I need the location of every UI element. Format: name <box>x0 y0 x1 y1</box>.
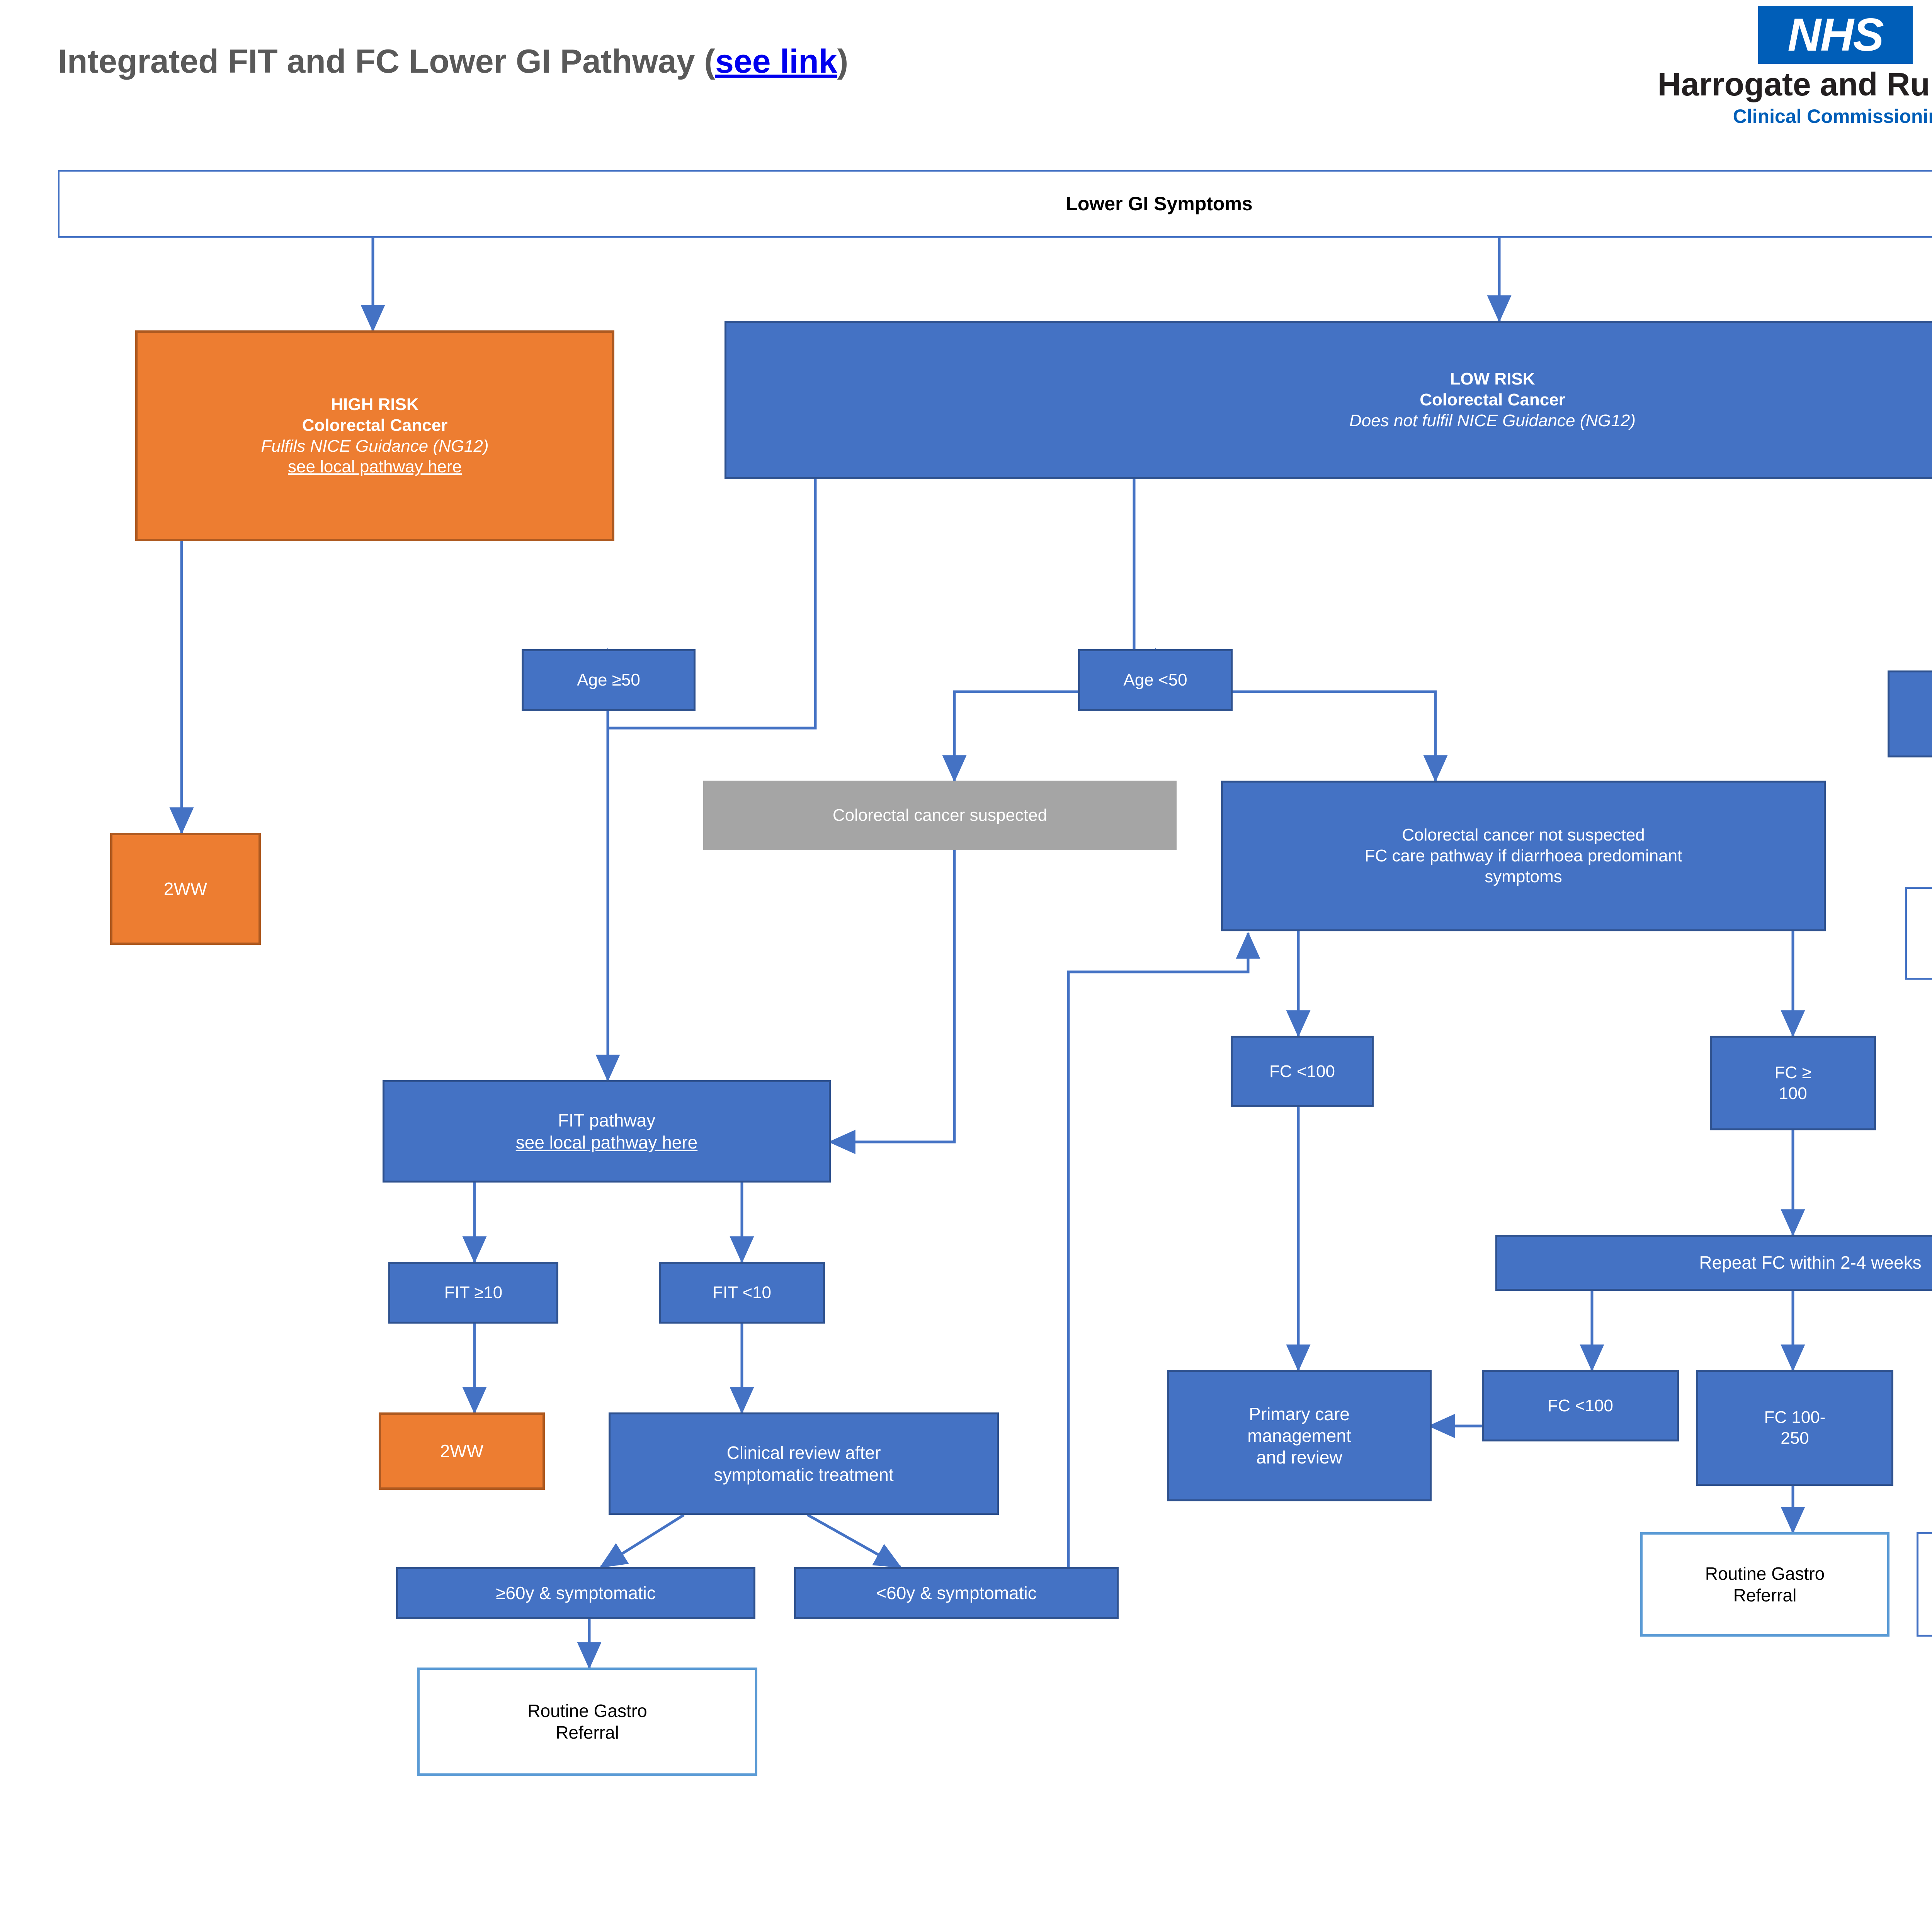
node-label: Repeat FC within 2-4 weeks <box>1699 1252 1922 1273</box>
node-2ww-left[interactable]: 2WW <box>110 833 261 945</box>
node-fit-pathway[interactable]: FIT pathway see local pathway here <box>383 1080 831 1183</box>
node-crc-not-suspected[interactable]: Colorectal cancer not suspected FC care … <box>1221 781 1826 931</box>
node-fit-ge10[interactable]: FIT ≥10 <box>388 1262 558 1324</box>
node-crc-suspected[interactable]: Colorectal cancer suspected <box>703 781 1177 850</box>
node-label: ≥60y & symptomatic <box>496 1583 656 1603</box>
fc-100-250-line2: 250 <box>1781 1429 1809 1448</box>
node-label: FIT ≥10 <box>444 1283 503 1302</box>
node-fit-lt10[interactable]: FIT <10 <box>659 1262 825 1324</box>
node-label: Colorectal cancer suspected <box>832 806 1048 825</box>
urgent-gastro-line2: Referral <box>1922 1584 1932 1606</box>
routine-gastro-line2: Referral <box>1733 1585 1797 1605</box>
high-risk-local-pathway-link[interactable]: see local pathway here <box>287 457 462 476</box>
node-fc-ge100[interactable]: FC ≥ 100 <box>1710 1036 1876 1130</box>
fit-pathway-line1: FIT pathway <box>558 1110 656 1131</box>
low-risk-line1: LOW RISK <box>1450 369 1535 389</box>
node-fc-lt100-lower[interactable]: FC <100 <box>1482 1370 1679 1441</box>
node-label: FC <100 <box>1269 1062 1335 1081</box>
node-age-ge50[interactable]: Age ≥50 <box>522 649 696 711</box>
clinical-review-line1: Clinical review after <box>726 1443 881 1463</box>
node-age-le50-bleeding[interactable]: Age ≤50 with fresh rectal bleeding, no o… <box>1888 670 1932 757</box>
node-lower-gi-symptoms[interactable]: Lower GI Symptoms <box>58 170 1932 238</box>
primary-care-line2: management <box>1247 1425 1351 1446</box>
crc-not-line2: FC care pathway if diarrhoea predominant <box>1364 846 1682 866</box>
node-fc-lt100-upper[interactable]: FC <100 <box>1231 1036 1374 1107</box>
routine-gastro-line2: Referral <box>556 1722 619 1742</box>
node-2ww-bottom[interactable]: 2WW <box>379 1412 545 1490</box>
node-label: Age <50 <box>1123 670 1187 690</box>
node-age-lt50[interactable]: Age <50 <box>1078 649 1233 711</box>
node-low-risk[interactable]: LOW RISK Colorectal Cancer Does not fulf… <box>724 321 1932 479</box>
node-primary-care[interactable]: Primary care management and review <box>1167 1370 1432 1501</box>
primary-care-line3: and review <box>1256 1447 1342 1468</box>
fc-ge100-line2: 100 <box>1779 1084 1807 1103</box>
crc-not-line1: Colorectal cancer not suspected <box>1402 825 1645 845</box>
referral-line2: Surgery <box>1911 933 1932 955</box>
node-repeat-fc[interactable]: Repeat FC within 2-4 weeks <box>1495 1235 1932 1291</box>
node-ge60-symptomatic[interactable]: ≥60y & symptomatic <box>396 1567 755 1619</box>
see-link[interactable]: see link <box>715 43 837 80</box>
logo-line1: Harrogate and Rural District <box>1657 66 1932 102</box>
fc-100-250-line1: FC 100- <box>1764 1408 1826 1427</box>
low-risk-line2: Colorectal Cancer <box>1420 390 1565 410</box>
node-label: Age ≥50 <box>577 670 640 690</box>
node-label: 2WW <box>440 1441 484 1461</box>
bleeding-line1: Age ≤50 with fresh rectal <box>1893 693 1932 714</box>
fit-pathway-local-link[interactable]: see local pathway here <box>515 1132 698 1152</box>
low-risk-line3: Does not fulfil NICE Guidance (NG12) <box>1349 411 1636 430</box>
referral-line1: Referral to Colorectal <box>1911 912 1932 933</box>
node-routine-gastro-referral-fc[interactable]: Routine Gastro Referral <box>1640 1532 1889 1637</box>
node-label: FC <100 <box>1548 1396 1613 1415</box>
node-high-risk[interactable]: HIGH RISK Colorectal Cancer Fulfils NICE… <box>135 330 614 541</box>
high-risk-line3: Fulfils NICE Guidance (NG12) <box>261 436 489 456</box>
node-label: FIT <10 <box>712 1283 772 1302</box>
node-label: <60y & symptomatic <box>876 1583 1037 1603</box>
page-title-text: Integrated FIT and FC Lower GI Pathway ( <box>58 43 716 80</box>
routine-gastro-line1: Routine Gastro <box>527 1700 647 1721</box>
crc-not-line3: symptoms <box>1485 867 1562 886</box>
node-lt60-symptomatic[interactable]: <60y & symptomatic <box>794 1567 1119 1619</box>
node-referral-colorectal-surgery[interactable]: Referral to Colorectal Surgery <box>1905 887 1932 980</box>
node-urgent-gastro-referral[interactable]: Urgent Gastro Referral <box>1917 1532 1932 1637</box>
bleeding-line2: bleeding, no other symptoms <box>1893 714 1932 735</box>
node-routine-gastro-referral-age[interactable]: Routine Gastro Referral <box>417 1668 757 1776</box>
clinical-review-line2: symptomatic treatment <box>714 1464 894 1485</box>
fc-ge100-line1: FC ≥ <box>1774 1063 1811 1082</box>
page-title: Integrated FIT and FC Lower GI Pathway (… <box>58 43 848 81</box>
page-title-tail: ) <box>837 43 849 80</box>
node-label: 2WW <box>163 878 207 899</box>
high-risk-line1: HIGH RISK <box>331 395 419 414</box>
logo-line2: Clinical Commissioning Group <box>1733 105 1932 127</box>
primary-care-line1: Primary care <box>1249 1404 1350 1424</box>
node-label: Lower GI Symptoms <box>1066 193 1253 214</box>
nhs-logo-harrogate-rural-district: NHS Harrogate and Rural District Clinica… <box>1592 4 1932 131</box>
high-risk-line2: Colorectal Cancer <box>302 415 448 435</box>
node-clinical-review[interactable]: Clinical review after symptomatic treatm… <box>609 1412 999 1515</box>
urgent-gastro-line1: Urgent Gastro <box>1922 1563 1932 1584</box>
nhs-badge-icon: NHS <box>1758 6 1913 64</box>
routine-gastro-line1: Routine Gastro <box>1705 1563 1825 1584</box>
node-fc-100-250[interactable]: FC 100- 250 <box>1696 1370 1893 1486</box>
